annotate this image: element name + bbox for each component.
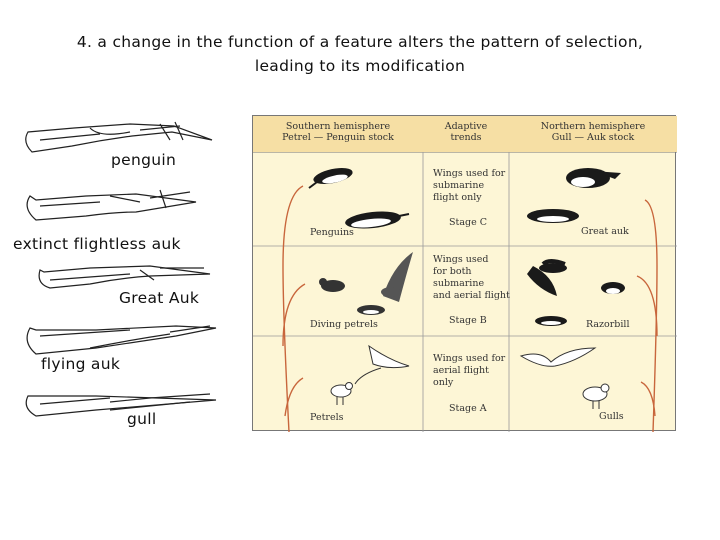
figure-grid-lines (253, 116, 677, 432)
razorbill-perched-icon (601, 282, 625, 294)
species-penguins: Penguins (310, 227, 354, 238)
row-a-desc-2: aerial flight (433, 365, 489, 376)
great-auk-swimming-icon (527, 209, 579, 223)
diving-petrel-swimming-icon (357, 305, 385, 315)
header-adaptive-line1: Adaptive (444, 121, 488, 132)
species-gulls: Gulls (599, 411, 624, 422)
species-petrels: Petrels (310, 412, 344, 423)
row-c-desc-2: submarine (433, 180, 485, 191)
header-northern-line1: Northern hemisphere (540, 121, 646, 132)
label-flying-auk: flying auk (41, 355, 121, 373)
stage-c-label: Stage C (449, 217, 487, 228)
row-b-desc-4: and aerial flight (433, 290, 510, 301)
gull-wing-bones (25, 393, 217, 417)
gull-flying-icon (519, 347, 597, 367)
bird-illustrations (308, 167, 625, 409)
left-lineage-tree (282, 185, 306, 432)
stage-a-label: Stage A (449, 403, 487, 414)
row-c-desc-1: Wings used for (433, 168, 506, 179)
label-penguin: penguin (111, 151, 177, 169)
great-auk-icon (566, 168, 621, 188)
header-adaptive-trends: Adaptive trends (423, 116, 509, 152)
row-b-desc-1: Wings used (433, 254, 489, 265)
row-a-desc-1: Wings used for (433, 353, 506, 364)
extinct-auk-wing-bones (26, 189, 197, 221)
header-southern: Southern hemisphere Petrel — Penguin sto… (253, 116, 423, 152)
right-lineage-tree (636, 199, 658, 432)
petrel-flying-icon (354, 344, 410, 385)
penguin-swimming-icon-2 (345, 211, 410, 229)
row-b-desc-3: submarine (433, 278, 485, 289)
species-razorbill: Razorbill (586, 319, 630, 330)
header-southern-line2: Petrel — Penguin stock (282, 132, 394, 143)
label-extinct-flightless-auk: extinct flightless auk (13, 235, 181, 253)
stage-b-label: Stage B (449, 315, 487, 326)
razorbill-flying-icon (527, 259, 567, 296)
diving-petrel-flying-icon (381, 252, 413, 302)
row-a-description: Wings used for aerial flight only (433, 353, 505, 389)
gull-standing-icon (582, 383, 610, 409)
row-b-desc-2: for both (433, 266, 472, 277)
great-auk-wing-bones (38, 265, 211, 289)
row-c-description: Wings used for submarine flight only (433, 168, 505, 204)
diving-petrel-perched-icon (319, 278, 345, 292)
header-adaptive-line2: trends (450, 132, 482, 143)
title-line-2: leading to its modification (254, 57, 466, 75)
flying-auk-wing-bones (26, 325, 217, 355)
title-line-1: 4. a change in the function of a feature… (76, 33, 644, 51)
penguin-swimming-icon (308, 167, 353, 189)
species-diving-petrels: Diving petrels (310, 319, 378, 330)
penguin-wing-bones (25, 121, 213, 153)
row-a-desc-3: only (433, 377, 454, 388)
label-gull: gull (127, 410, 157, 428)
wing-bones-illustration (25, 121, 217, 417)
species-great-auk: Great auk (581, 226, 629, 237)
row-c-desc-3: flight only (433, 192, 482, 203)
header-northern: Northern hemisphere Gull — Auk stock (509, 116, 677, 152)
header-northern-line2: Gull — Auk stock (551, 132, 635, 143)
row-b-description: Wings used for both submarine and aerial… (433, 254, 510, 302)
slide-title: 4. a change in the function of a feature… (0, 30, 720, 78)
label-great-auk: Great Auk (119, 289, 200, 307)
adaptive-trends-figure: Southern hemisphere Petrel — Penguin sto… (252, 115, 677, 432)
razorbill-swimming-icon (535, 316, 567, 326)
petrel-standing-icon (330, 382, 353, 405)
header-southern-line1: Southern hemisphere (285, 121, 391, 132)
